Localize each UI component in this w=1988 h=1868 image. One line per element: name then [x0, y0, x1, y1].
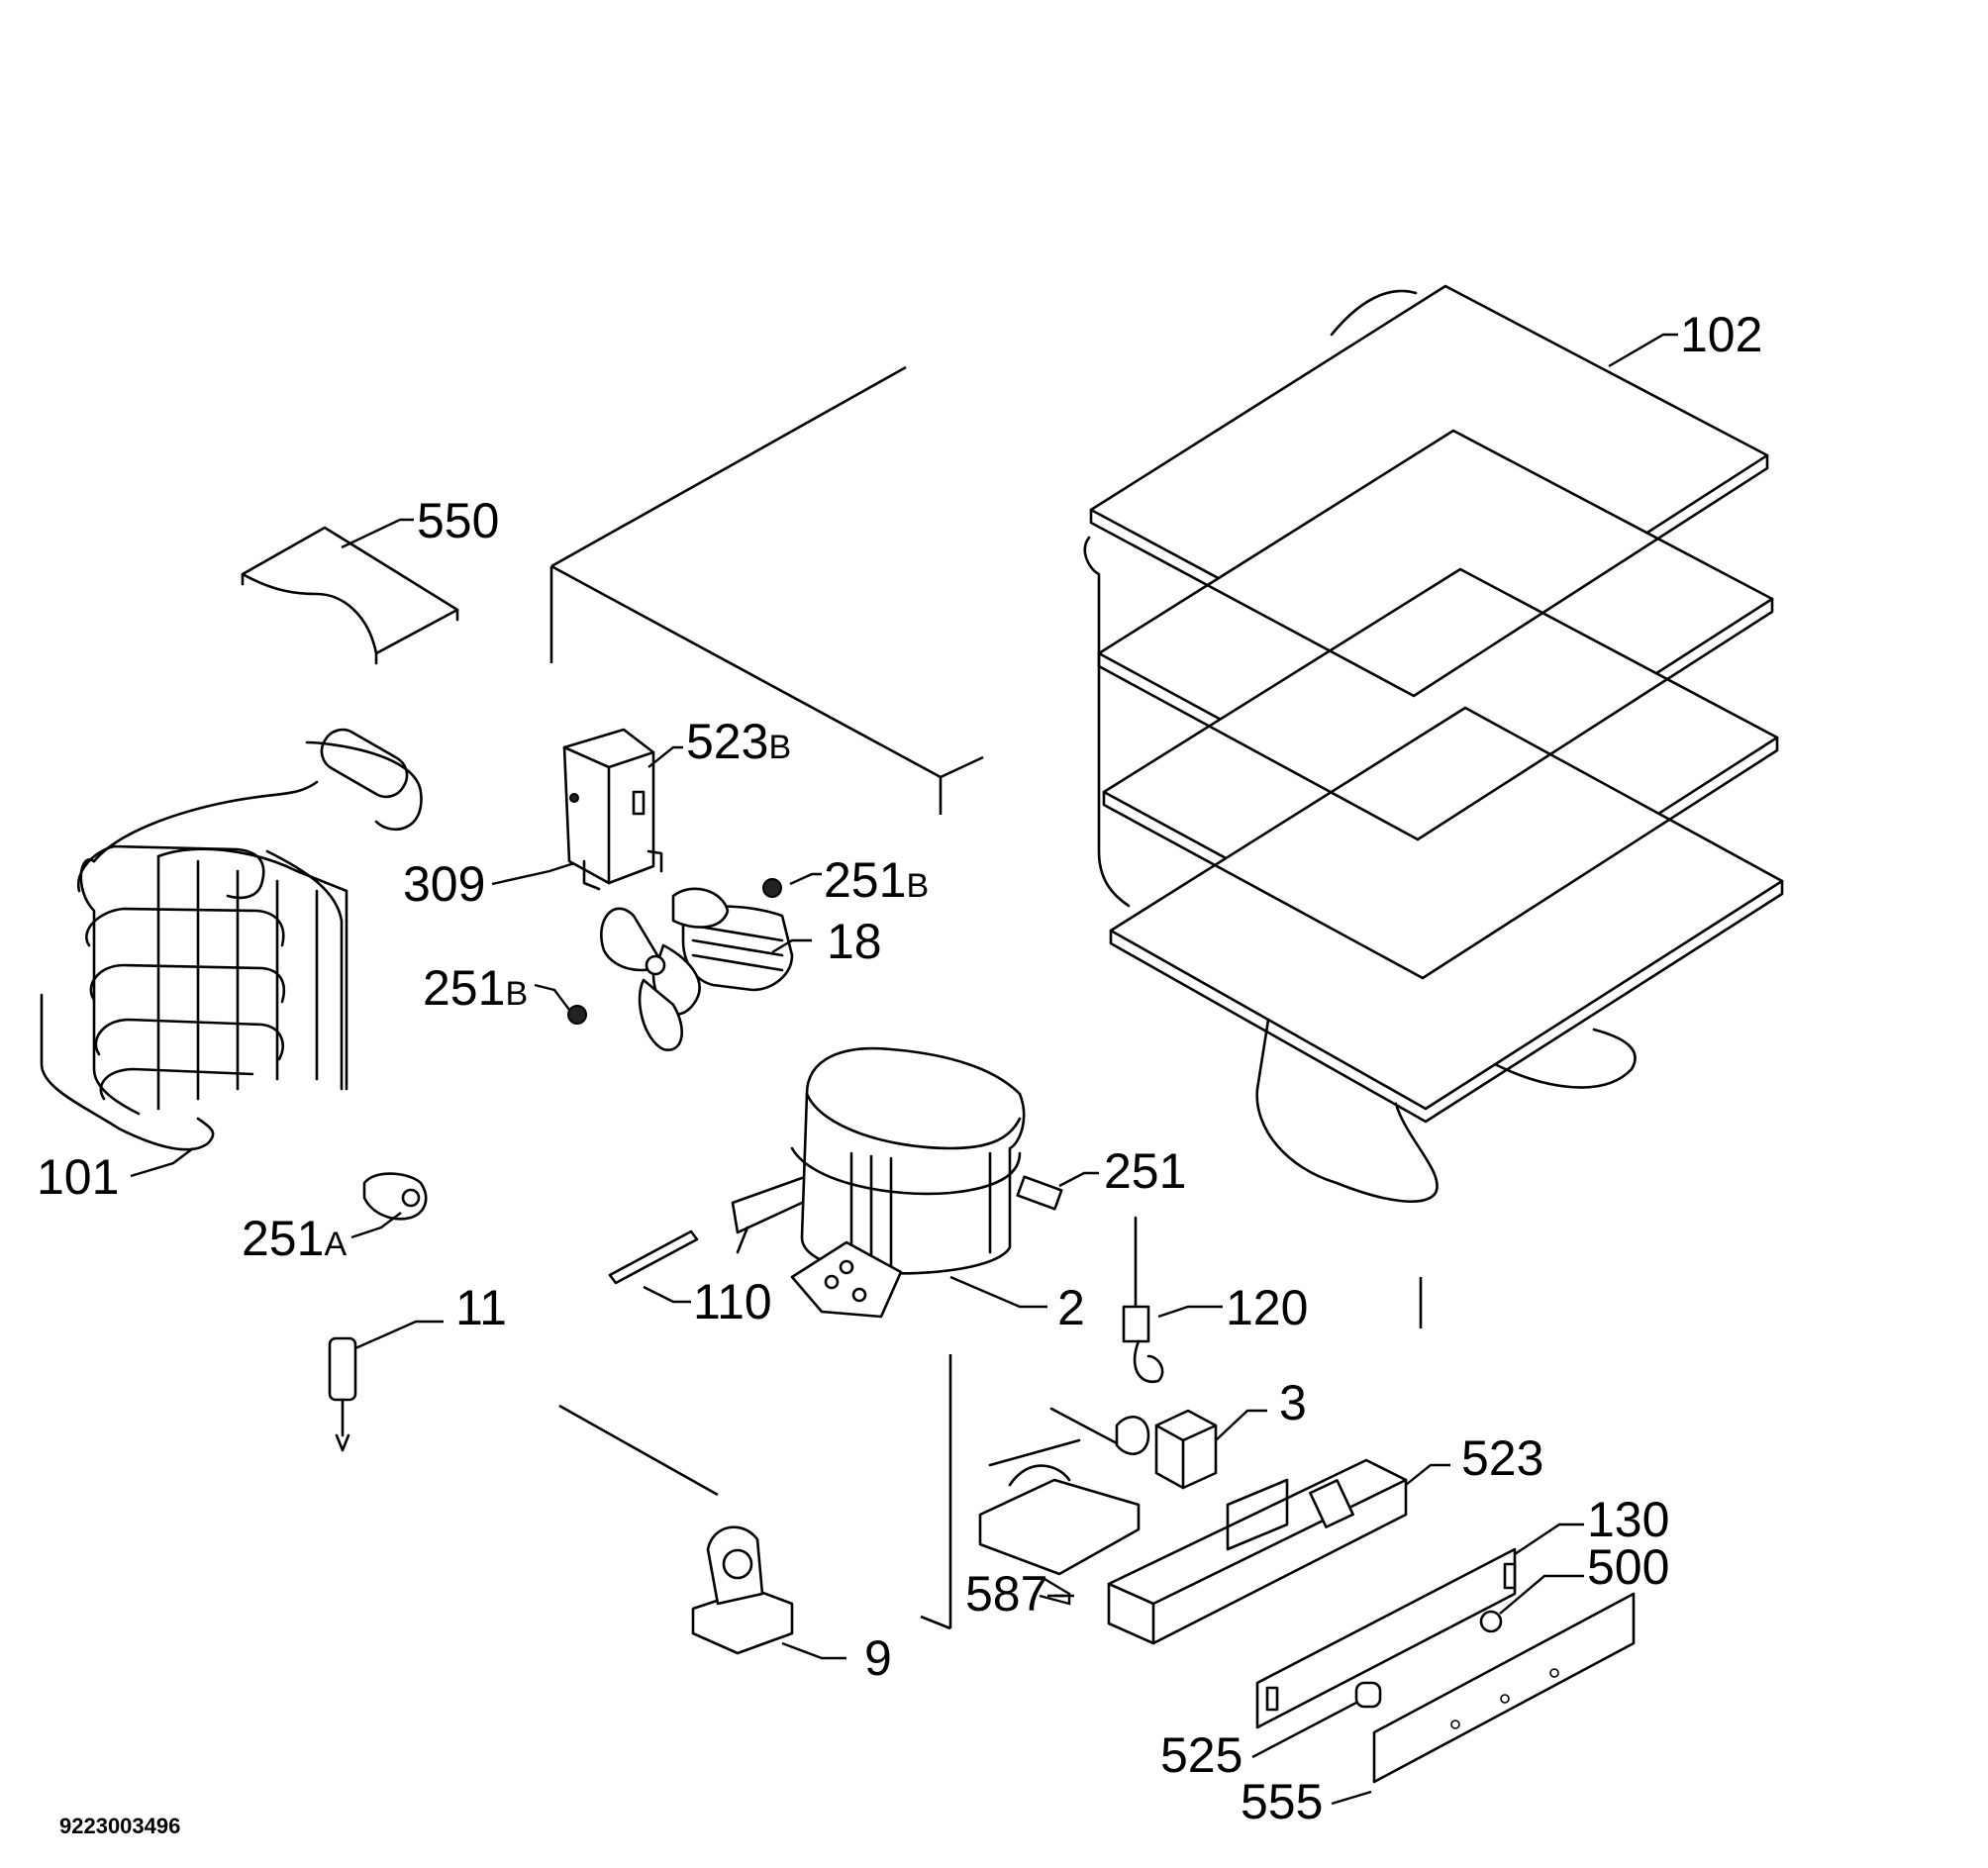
callout-251b-left: 251B — [423, 960, 528, 1016]
bolt-251b-top — [762, 878, 782, 898]
callout-130: 130 — [1587, 1492, 1669, 1547]
cover-bracket-part — [241, 526, 459, 665]
relay-part — [562, 728, 663, 891]
cabinet-outline — [549, 365, 1423, 1630]
callout-251a: 251A — [242, 1211, 347, 1266]
relay-9-part — [691, 1525, 794, 1655]
control-panel-130-part — [1255, 1547, 1517, 1729]
callout-523: 523 — [1461, 1430, 1543, 1486]
housing-523-part — [1107, 1458, 1408, 1645]
callout-587: 587 — [965, 1566, 1047, 1622]
leader-lines — [130, 333, 1678, 1806]
condenser-part — [40, 728, 423, 1151]
callout-labels: 102 550 523B 309 251B 18 251B 101 251 25… — [37, 307, 1762, 1829]
callout-2: 2 — [1057, 1280, 1085, 1335]
sensor-120-part — [1122, 1216, 1164, 1384]
callout-120: 120 — [1226, 1280, 1308, 1335]
callout-251b-top: 251B — [824, 852, 929, 908]
tube-110-part — [608, 1229, 699, 1285]
button-525-part — [1354, 1681, 1382, 1709]
callout-102: 102 — [1680, 307, 1762, 362]
callout-11: 11 — [455, 1280, 507, 1335]
trim-plate-555-part — [1372, 1592, 1636, 1784]
callout-251: 251 — [1104, 1143, 1186, 1199]
callout-9: 9 — [864, 1630, 892, 1686]
thermostat-3-part — [1049, 1407, 1218, 1490]
callout-550: 550 — [417, 493, 499, 548]
document-id: 9223003496 — [59, 1814, 180, 1838]
callout-3: 3 — [1279, 1375, 1307, 1430]
callout-101: 101 — [37, 1149, 119, 1205]
callout-500: 500 — [1587, 1539, 1669, 1595]
callout-18: 18 — [827, 914, 882, 969]
grommet-251-part — [1016, 1175, 1063, 1211]
knob-500-part — [1479, 1610, 1503, 1633]
callout-523b: 523B — [686, 714, 791, 769]
fan-motor-part — [600, 887, 794, 1051]
grommet-251a-part — [362, 1172, 428, 1221]
wire-shelves — [1083, 284, 1784, 1203]
callout-525: 525 — [1160, 1727, 1242, 1783]
bolt-251b-left — [567, 1005, 587, 1025]
drier-11-part — [328, 1336, 357, 1452]
callout-309: 309 — [403, 856, 485, 912]
callout-110: 110 — [693, 1274, 772, 1329]
callout-555: 555 — [1241, 1774, 1323, 1829]
compressor-part — [731, 1046, 1026, 1319]
lamp-holder-587-part — [978, 1438, 1141, 1576]
condenser-coils — [76, 844, 348, 1111]
